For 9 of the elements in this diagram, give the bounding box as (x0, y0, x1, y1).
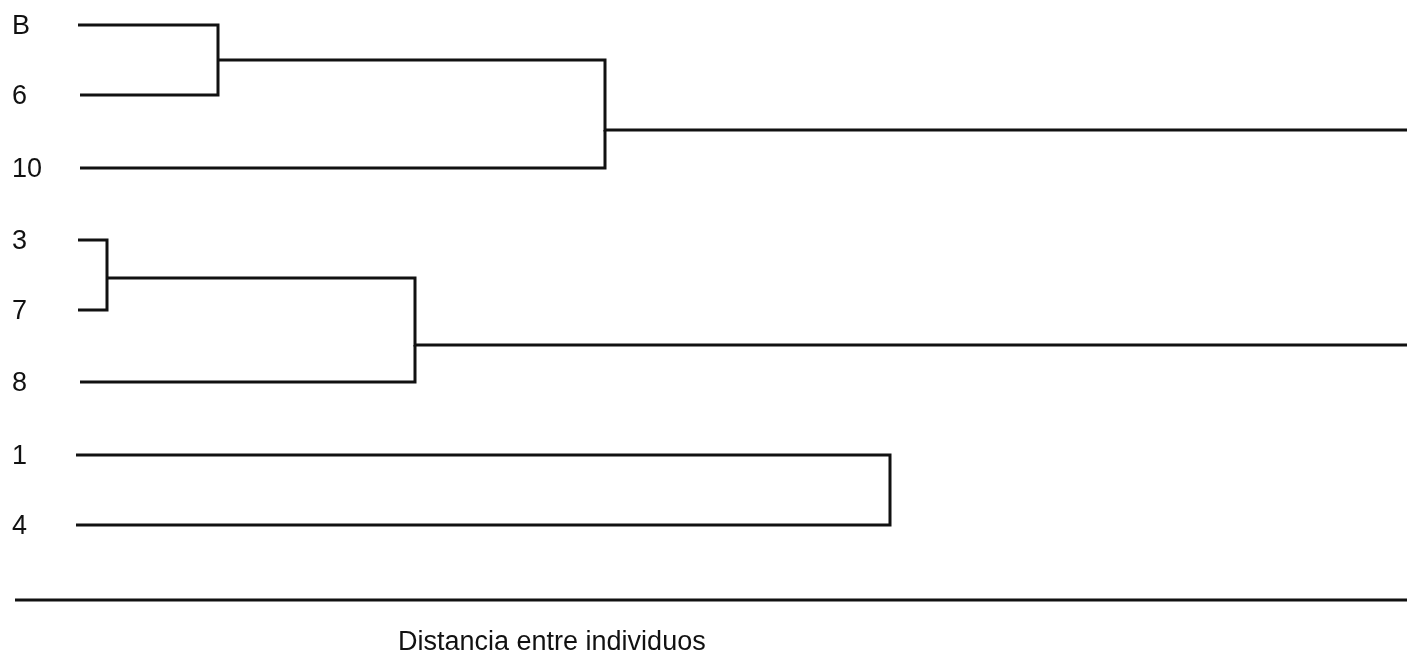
leaf-label: 10 (12, 155, 43, 182)
leaf-label: 3 (12, 227, 28, 254)
leaf-label: 6 (12, 82, 28, 109)
leaf-label: 7 (12, 297, 28, 324)
leaf-label: 1 (12, 442, 28, 469)
axis-title: Distancia entre individuos (398, 628, 706, 655)
leaf-label: 8 (12, 369, 28, 396)
leaf-label: 4 (12, 512, 28, 539)
leaf-label: B (12, 12, 30, 39)
